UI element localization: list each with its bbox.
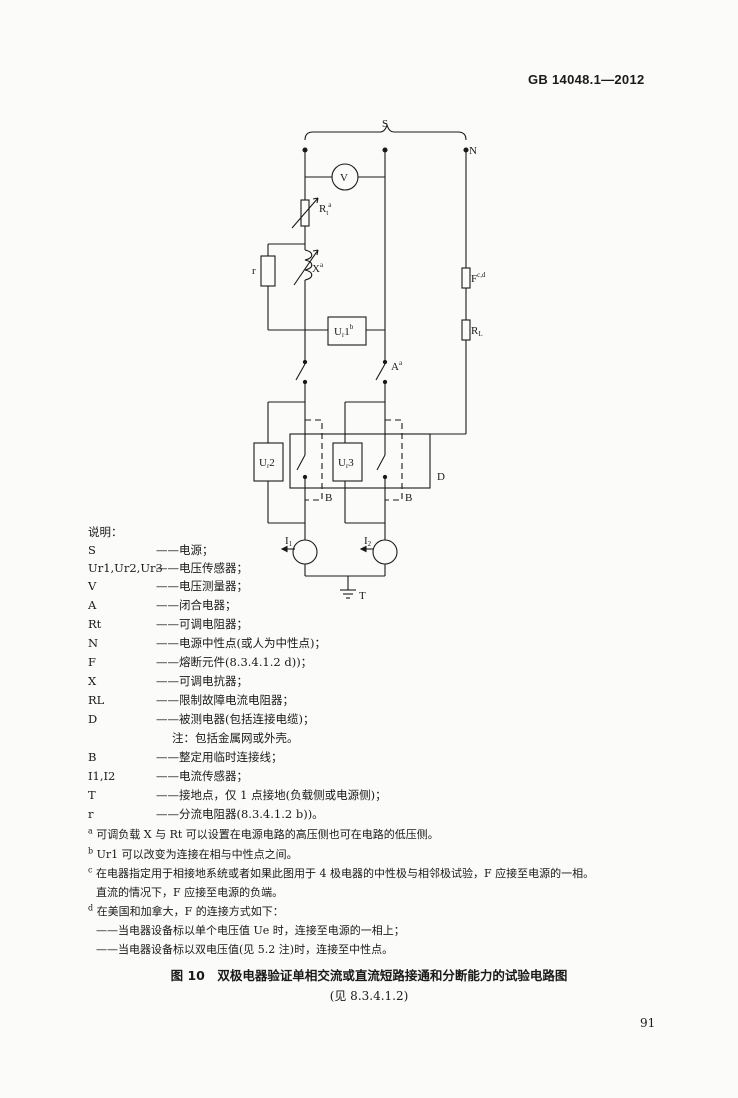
fuse-f-symbol xyxy=(461,267,471,289)
label-d: D xyxy=(437,471,445,483)
label-ur3: Ur3 xyxy=(338,457,354,470)
label-r: r xyxy=(252,265,256,277)
footnote-d-item-1: ——当电器设备标以单个电压值 Ue 时，连接至电源的一相上； xyxy=(96,924,405,937)
dut-enclosure-d xyxy=(289,433,431,489)
label-s: S xyxy=(382,118,388,130)
label-x: Xa xyxy=(312,261,324,275)
standard-number: GB 14048.1—2012 xyxy=(528,72,645,87)
footnote-b: b Ur1 可以改变为连接在相与中性点之间。 xyxy=(88,846,298,861)
source-brace xyxy=(304,123,467,141)
label-b1: B xyxy=(325,492,332,504)
label-i1: I1 xyxy=(285,535,293,548)
link-b1 xyxy=(305,419,323,501)
footnote-d-item-2: ——当电器设备标以双电压值(见 5.2 注)时，连接至中性点。 xyxy=(96,943,394,956)
label-rt: Rta xyxy=(319,201,332,217)
ur3-sensor-symbol xyxy=(332,442,363,482)
figure-caption-reference: (见 8.3.4.1.2) xyxy=(329,989,409,1003)
label-rl: RL xyxy=(471,325,483,338)
label-t: T xyxy=(359,590,366,602)
footnote-c: c 在电器指定用于相接地系统或者如果此图用于 4 极电器的中性极与相邻极试验，F… xyxy=(88,865,595,880)
label-a: Aa xyxy=(391,359,403,373)
legend-title: 说明： xyxy=(88,525,123,539)
current-sensor-i2 xyxy=(372,539,398,565)
link-b2 xyxy=(385,419,403,501)
current-sensor-i1 xyxy=(292,539,318,565)
figure-caption: 图 10 双极电器验证单相交流或直流短路接通和分断能力的试验电路图 xyxy=(170,968,568,983)
label-n: N xyxy=(469,145,477,157)
label-ur2: Ur2 xyxy=(259,457,275,470)
label-f: Fc,d xyxy=(471,271,486,285)
page-number: 91 xyxy=(640,1016,656,1030)
label-b2: B xyxy=(405,492,412,504)
ur1-sensor-symbol xyxy=(327,316,367,346)
footnote-a: a 可调负载 X 与 Rt 可以设置在电源电路的高压侧也可在电路的低压侧。 xyxy=(88,826,439,841)
reactor-x-symbol xyxy=(304,249,313,281)
label-v: V xyxy=(340,172,348,184)
rl-resistor-symbol xyxy=(461,319,471,341)
footnote-d: d 在美国和加拿大，F 的连接方式如下： xyxy=(88,903,284,918)
label-ur1: Ur1b xyxy=(334,323,354,339)
footnote-c-continued: 直流的情况下，F 应接至电源的负端。 xyxy=(96,886,284,899)
label-i2: I2 xyxy=(364,535,372,548)
shunt-r-symbol xyxy=(260,255,276,287)
circuit-diagram: S N V Rta Xa r Ur1b Aa Fc,d RL Ur2 Ur3 B… xyxy=(252,118,486,602)
